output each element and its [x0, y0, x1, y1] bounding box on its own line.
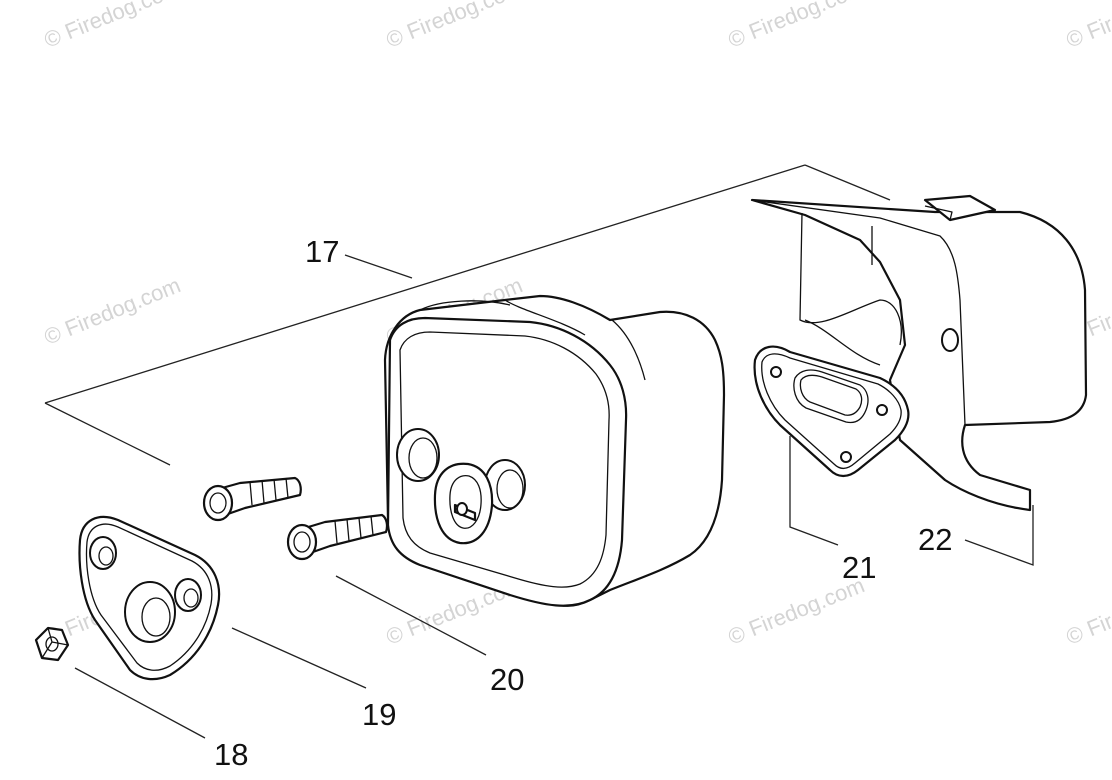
watermark: © Firedog.com	[1063, 572, 1112, 649]
part-22-muffler-cover	[750, 194, 1088, 512]
watermark: © Firedog.com	[1063, 0, 1112, 53]
leader-lines	[74, 436, 1034, 739]
watermark: © Firedog.com	[383, 0, 526, 53]
callout-20: 20	[490, 662, 524, 697]
callout-21: 21	[842, 550, 876, 585]
assembly-bracket-17	[44, 164, 891, 466]
part-21-gasket	[753, 345, 910, 478]
bolt-lower	[286, 513, 389, 561]
part-20-bolts	[202, 476, 389, 561]
callout-17: 17	[305, 234, 339, 269]
watermark: © Firedog.com	[41, 272, 184, 349]
part-17-muffler	[383, 294, 726, 607]
watermark: © Firedog.com	[41, 0, 184, 53]
callout-19: 19	[362, 697, 396, 732]
part-19-plate	[78, 515, 221, 681]
callout-22: 22	[918, 522, 952, 557]
bolt-upper	[202, 476, 302, 522]
watermark: © Firedog.com	[725, 0, 868, 53]
part-18-nut	[34, 626, 70, 662]
callout-labels: 17 18 19 20 21 22	[214, 234, 952, 772]
callout-18: 18	[214, 737, 248, 772]
